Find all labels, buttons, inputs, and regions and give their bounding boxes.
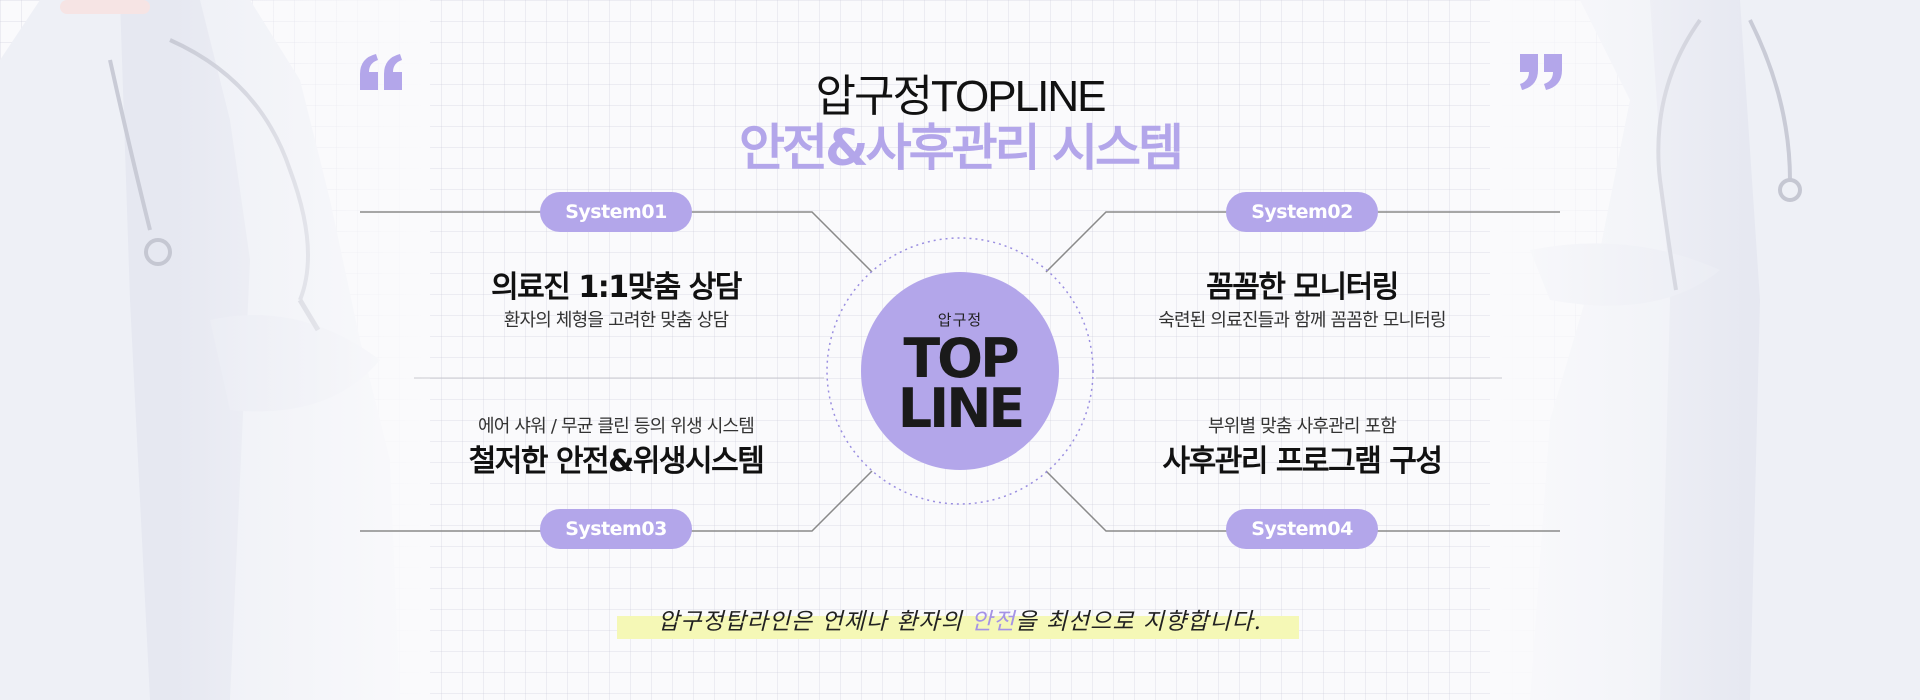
quote-open-icon bbox=[360, 54, 402, 90]
system-desc-03: 에어 샤워 / 무균 클린 등의 위생 시스템 bbox=[477, 416, 755, 437]
page-subtitle: 압구정TOPLINE bbox=[815, 72, 1107, 121]
center-big-label-line2: LINE bbox=[897, 376, 1026, 440]
system-heading-04: 사후관리 프로그램 구성 bbox=[1162, 444, 1443, 479]
doctor-figure-right bbox=[1490, 0, 1920, 700]
system-heading-03: 철저한 안전&위생시스템 bbox=[468, 444, 765, 479]
slogan-accent: 안전 bbox=[971, 609, 1016, 635]
system-heading-02: 꼼꼼한 모니터링 bbox=[1206, 270, 1399, 305]
slogan-after: 을 최선으로 지향합니다. bbox=[1015, 609, 1262, 635]
system-desc-04: 부위별 맞춤 사후관리 포함 bbox=[1207, 416, 1397, 437]
system-heading-01: 의료진 1:1맞춤 상담 bbox=[491, 270, 742, 305]
slogan: 압구정탑라인은 언제나 환자의 안전을 최선으로 지향합니다. bbox=[0, 602, 1920, 636]
system-tag-01: System01 bbox=[540, 192, 692, 232]
system-desc-02: 숙련된 의료진들과 함께 꼼꼼한 모니터링 bbox=[1158, 310, 1446, 331]
slogan-highlight bbox=[617, 616, 1299, 639]
center-big-label-line1: TOP bbox=[903, 326, 1019, 390]
system-tag-03: System03 bbox=[540, 509, 692, 549]
slogan-before: 압구정탑라인은 언제나 환자의 bbox=[658, 609, 972, 635]
page-title: 안전&사후관리 시스템 bbox=[738, 119, 1184, 177]
system-block-04: 부위별 맞춤 사후관리 포함 사후관리 프로그램 구성 bbox=[1042, 414, 1562, 482]
topline-center-badge: 압구정 TOP LINE bbox=[861, 272, 1059, 470]
system-block-02: 꼼꼼한 모니터링 숙련된 의료진들과 함께 꼼꼼한 모니터링 bbox=[1042, 268, 1562, 334]
system-block-03: 에어 샤워 / 무균 클린 등의 위생 시스템 철저한 안전&위생시스템 bbox=[356, 414, 876, 482]
center-small-label: 압구정 bbox=[937, 310, 983, 329]
quote-close-icon bbox=[1520, 54, 1562, 90]
system-tag-04: System04 bbox=[1226, 509, 1378, 549]
system-desc-01: 환자의 체형을 고려한 맞춤 상담 bbox=[503, 310, 729, 331]
system-block-01: 의료진 1:1맞춤 상담 환자의 체형을 고려한 맞춤 상담 bbox=[356, 268, 876, 334]
system-tag-02: System02 bbox=[1226, 192, 1378, 232]
doctor-figure-left bbox=[0, 0, 430, 700]
